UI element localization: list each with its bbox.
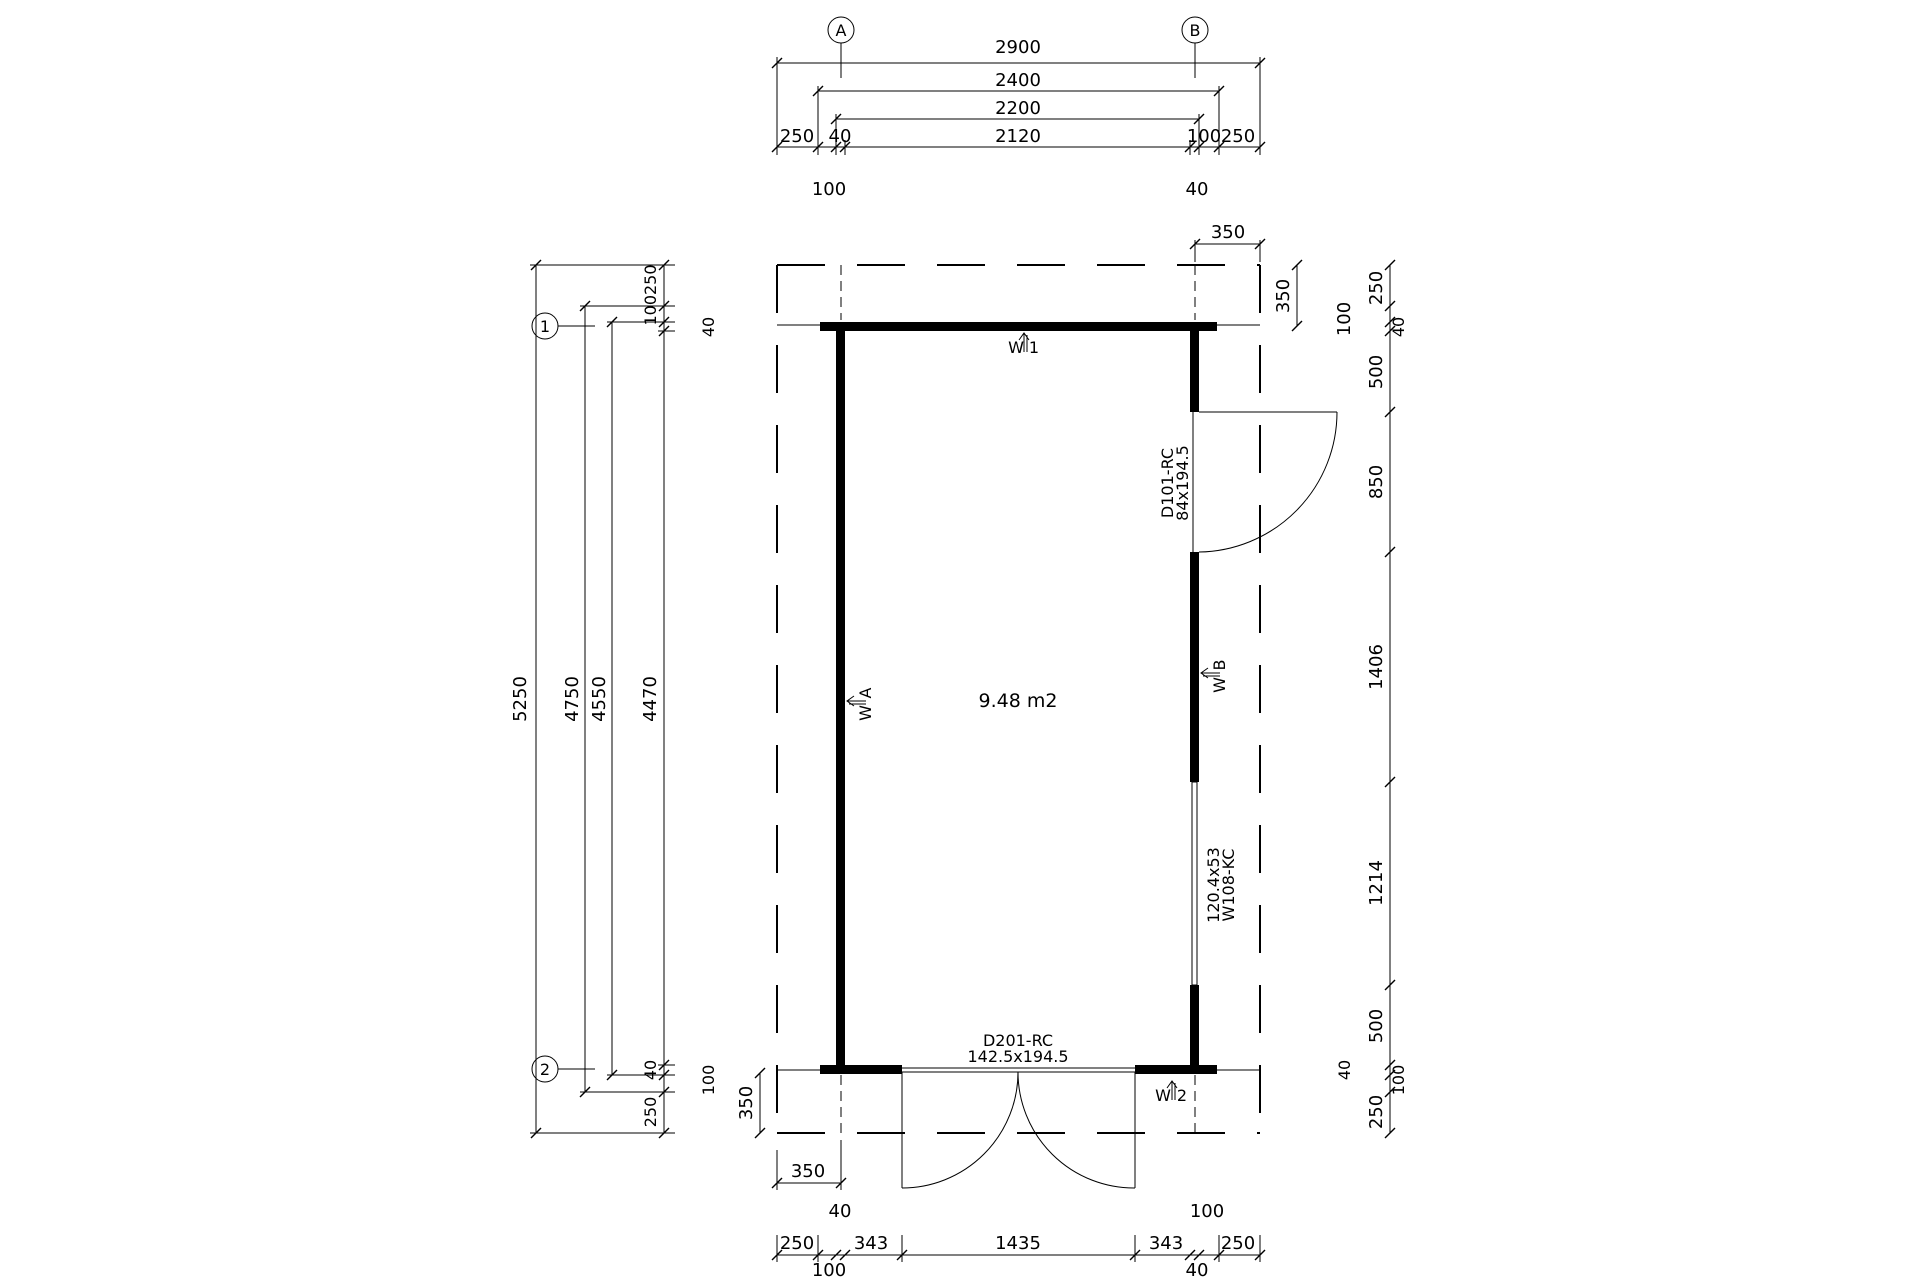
dim-bottom-343-left: 343 xyxy=(854,1233,888,1254)
window-code: W108-KC xyxy=(1219,849,1238,922)
grid-bubbles: A B 1 2 xyxy=(531,16,1209,1083)
wall-bottom-left xyxy=(820,1065,902,1074)
wall-tag-wb: W B xyxy=(1200,660,1229,693)
dim-right-top-100: 100 xyxy=(1334,302,1355,336)
grid-label-a: A xyxy=(836,21,847,40)
dim-5250: 5250 xyxy=(510,676,531,722)
dim-2900: 2900 xyxy=(995,37,1041,58)
door-front-code: D201-RC xyxy=(983,1031,1053,1050)
wall-tag-w2-letter: W xyxy=(1155,1086,1171,1105)
dim-bottom-below-40: 40 xyxy=(1186,1260,1209,1279)
dim-right-bot-100: 100 xyxy=(1389,1065,1408,1096)
wall-tag-wa-code: A xyxy=(856,687,875,698)
room-area-label: 9.48 m2 xyxy=(979,690,1058,712)
dim-top-100-right: 100 xyxy=(1187,126,1221,147)
dim-right-top-350-v: 350 xyxy=(1273,279,1294,313)
dim-top-250-left: 250 xyxy=(780,126,814,147)
top-dimensions: 2900 2400 2200 250 40 2120 100 250 100 4 xyxy=(771,37,1266,200)
front-door-d201 xyxy=(901,1067,1136,1189)
dim-top-40-left: 40 xyxy=(829,126,852,147)
dim-4750: 4750 xyxy=(562,676,583,722)
wall-tag-wa-letter: W xyxy=(856,705,875,721)
dim-right-bot-250: 250 xyxy=(1366,1095,1387,1129)
wall-top xyxy=(820,322,1217,331)
dim-left-bot-100: 100 xyxy=(699,1065,718,1096)
wall-left xyxy=(836,322,845,1074)
bottom-dimensions: 350 350 40 100 250 343 1435 343 250 100 xyxy=(736,1067,1266,1279)
wall-right-mid xyxy=(1190,552,1199,782)
wall-right-upper xyxy=(1190,322,1199,412)
door-side-code: D101-RC xyxy=(1158,448,1177,518)
dim-right-250: 250 xyxy=(1366,271,1387,305)
dim-bottom-350-v: 350 xyxy=(736,1086,757,1120)
dim-bottom-above-100: 100 xyxy=(1190,1201,1224,1222)
dim-right-850: 850 xyxy=(1366,465,1387,499)
dim-right-500-b: 500 xyxy=(1366,1009,1387,1043)
dim-4550: 4550 xyxy=(589,676,610,722)
dim-right-1214: 1214 xyxy=(1366,860,1387,906)
dim-bottom-250-left: 250 xyxy=(780,1233,814,1254)
wall-tag-w2: W 2 xyxy=(1155,1080,1187,1105)
left-dimensions: 5250 4750 4550 4470 100250 40 40 100 250 xyxy=(510,259,718,1139)
dim-top-250-right: 250 xyxy=(1221,126,1255,147)
wall-tag-wa: W A xyxy=(846,687,875,721)
dim-bottom-above-40: 40 xyxy=(829,1201,852,1222)
wall-tag-w1-letter: W xyxy=(1008,338,1024,357)
dim-right-bot-40-a: 40 xyxy=(1335,1060,1354,1080)
dim-bottom-343-right: 343 xyxy=(1149,1233,1183,1254)
door-side-size: 84x194.5 xyxy=(1173,445,1192,521)
wall-tag-wb-letter: W xyxy=(1210,677,1229,693)
window-size: 120.4x53 xyxy=(1204,847,1223,923)
dim-right-40: 40 xyxy=(1389,317,1408,337)
walls xyxy=(820,322,1217,1074)
dim-bottom-350-h: 350 xyxy=(791,1161,825,1182)
window-w108 xyxy=(1191,781,1198,986)
wall-right-lower xyxy=(1190,985,1199,1074)
dim-right-top-350-h: 350 xyxy=(1211,222,1245,243)
dim-1435: 1435 xyxy=(995,1233,1041,1254)
dim-top-below-40: 40 xyxy=(1186,179,1209,200)
dim-4470: 4470 xyxy=(640,676,661,722)
dim-left-top-100250: 100250 xyxy=(641,264,660,325)
dim-2120: 2120 xyxy=(995,126,1041,147)
wall-tag-w2-number: 2 xyxy=(1177,1086,1187,1105)
side-door-d101 xyxy=(1192,411,1338,553)
dim-left-bot-40: 40 xyxy=(641,1060,660,1080)
wall-bottom-right xyxy=(1135,1065,1217,1074)
wall-tag-wb-code: B xyxy=(1210,660,1229,671)
grid-label-b: B xyxy=(1190,21,1201,40)
dim-top-below-100: 100 xyxy=(812,179,846,200)
right-dimensions: 350 350 100 250 40 500 850 1406 1214 500… xyxy=(1189,222,1408,1139)
dim-2200: 2200 xyxy=(995,98,1041,119)
wall-tag-w1: W 1 xyxy=(1008,332,1039,357)
dim-right-1406: 1406 xyxy=(1366,644,1387,690)
grid-label-1: 1 xyxy=(540,317,550,336)
wall-tag-w1-number: 1 xyxy=(1029,338,1039,357)
dim-bottom-below-100: 100 xyxy=(812,1260,846,1279)
dim-left-top-40: 40 xyxy=(699,317,718,337)
grid-label-2: 2 xyxy=(540,1060,550,1079)
door-front-size: 142.5x194.5 xyxy=(967,1047,1068,1066)
dim-left-bot-250: 250 xyxy=(641,1097,660,1128)
roof-overhang-outline xyxy=(776,264,1261,1134)
dim-2400: 2400 xyxy=(995,70,1041,91)
dim-right-500-a: 500 xyxy=(1366,355,1387,389)
dim-bottom-250-right: 250 xyxy=(1221,1233,1255,1254)
